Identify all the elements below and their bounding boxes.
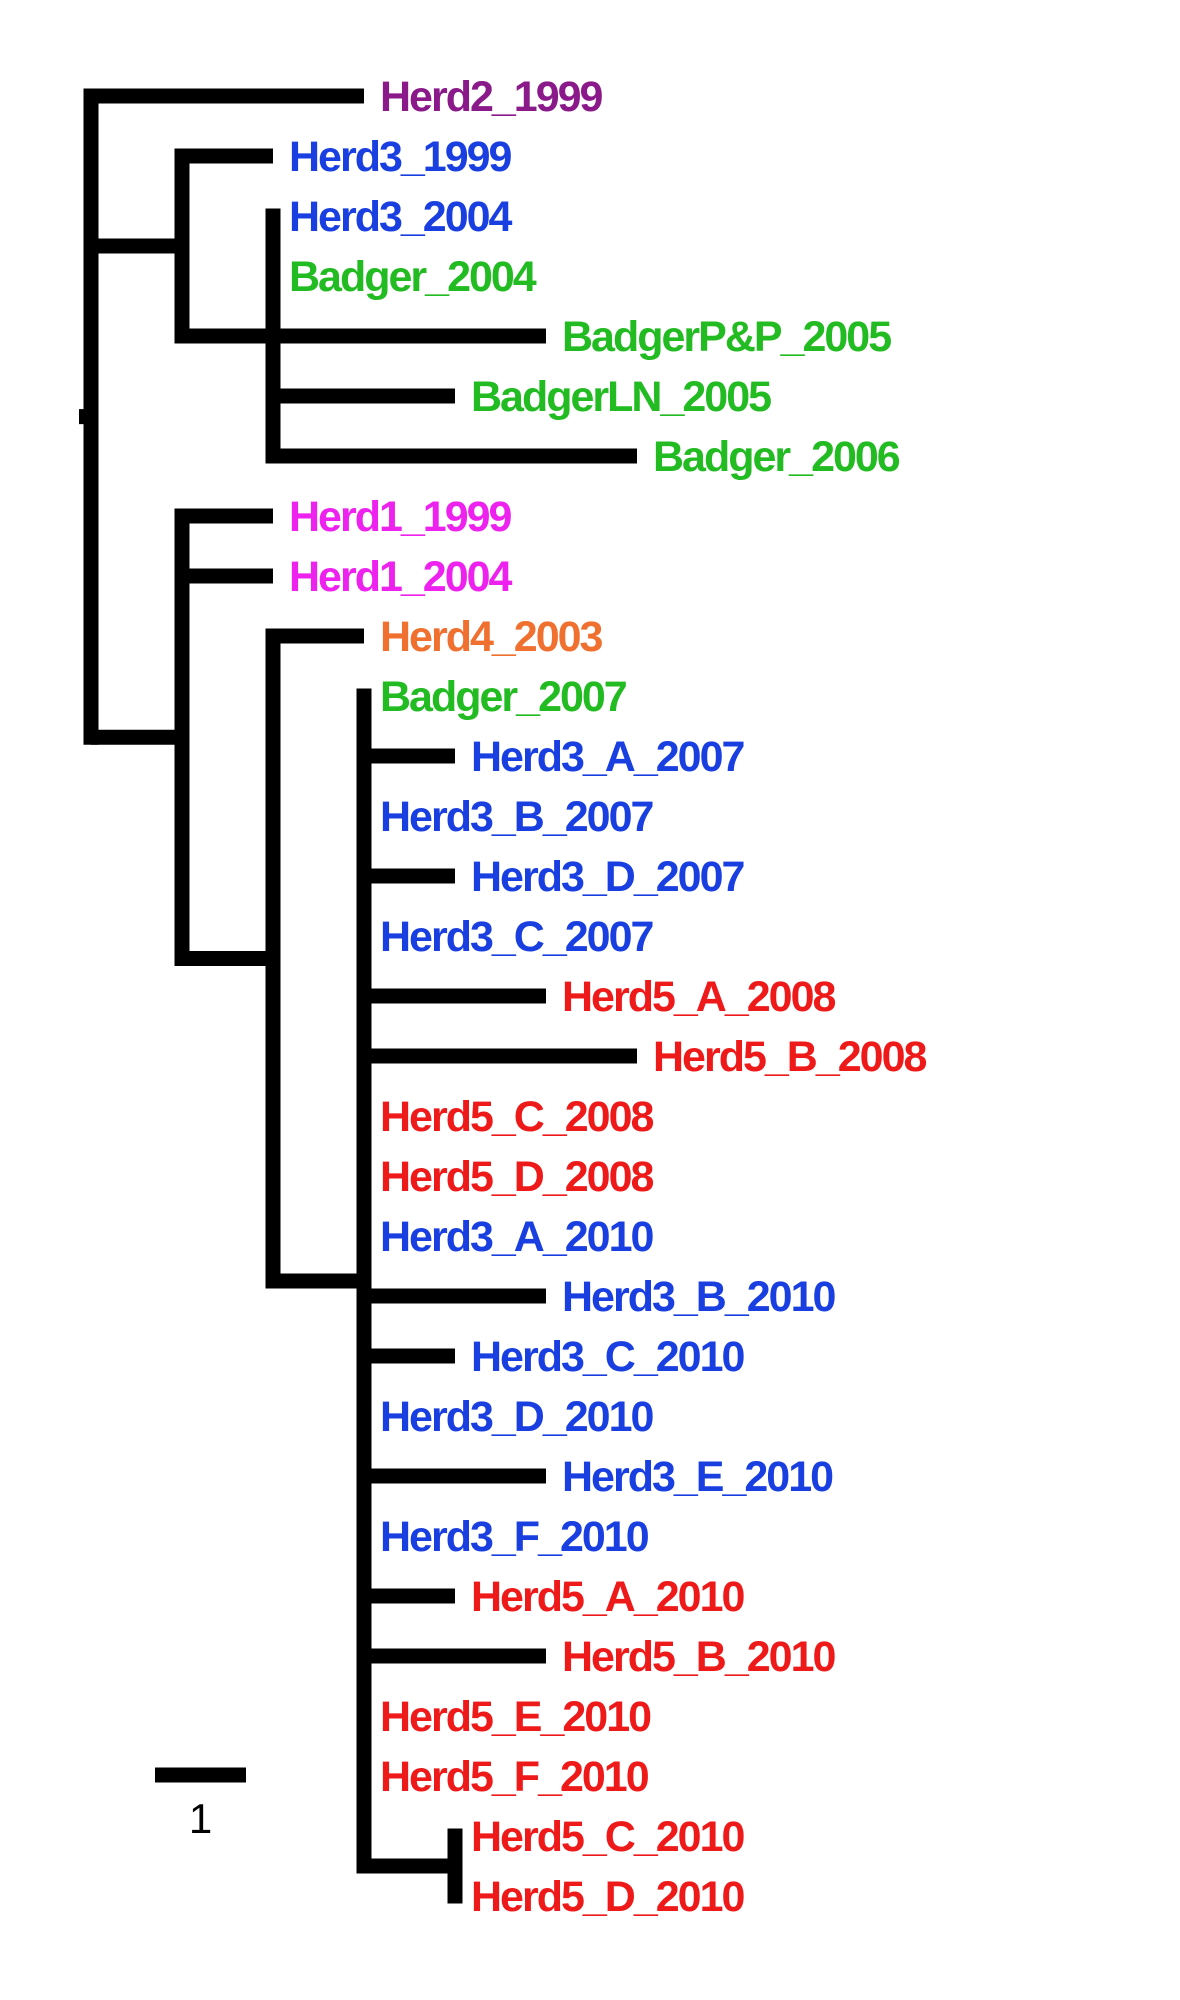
tree-branches <box>79 88 637 1904</box>
leaf-label-badger-2004: Badger_2004 <box>289 253 537 301</box>
leaf-label-herd3-c-2007: Herd3_C_2007 <box>380 913 654 961</box>
leaf-label-herd5-f-2010: Herd5_F_2010 <box>380 1753 649 1801</box>
leaf-label-herd3-a-2007: Herd3_A_2007 <box>471 733 745 781</box>
leaf-label-herd2-1999: Herd2_1999 <box>380 73 603 121</box>
leaf-label-badgerp-p-2005: BadgerP&P_2005 <box>562 313 891 361</box>
leaf-label-herd5-a-2010: Herd5_A_2010 <box>471 1573 745 1621</box>
leaf-label-herd3-d-2007: Herd3_D_2007 <box>471 853 745 901</box>
leaf-label-herd5-b-2008: Herd5_B_2008 <box>653 1033 927 1081</box>
leaf-label-herd5-e-2010: Herd5_E_2010 <box>380 1693 651 1741</box>
leaf-label-herd5-b-2010: Herd5_B_2010 <box>562 1633 836 1681</box>
leaf-label-badgerln-2005: BadgerLN_2005 <box>471 373 771 421</box>
leaf-label-herd3-e-2010: Herd3_E_2010 <box>562 1453 833 1501</box>
leaf-label-herd5-a-2008: Herd5_A_2008 <box>562 973 836 1021</box>
leaf-label-badger-2007: Badger_2007 <box>380 673 627 721</box>
scale-bar-label: 1 <box>189 1795 212 1842</box>
leaf-label-herd5-d-2008: Herd5_D_2008 <box>380 1153 654 1201</box>
leaf-label-herd3-d-2010: Herd3_D_2010 <box>380 1393 654 1441</box>
leaf-label-herd3-f-2010: Herd3_F_2010 <box>380 1513 649 1561</box>
leaf-label-herd3-b-2007: Herd3_B_2007 <box>380 793 654 841</box>
leaf-label-herd1-1999: Herd1_1999 <box>289 493 512 541</box>
leaf-label-herd5-c-2010: Herd5_C_2010 <box>471 1813 745 1861</box>
leaf-label-herd3-b-2010: Herd3_B_2010 <box>562 1273 836 1321</box>
leaf-label-herd3-2004: Herd3_2004 <box>289 193 513 241</box>
leaf-label-herd3-c-2010: Herd3_C_2010 <box>471 1333 745 1381</box>
scale-bar: 1 <box>155 1767 246 1842</box>
leaf-label-badger-2006: Badger_2006 <box>653 433 900 481</box>
leaf-label-herd4-2003: Herd4_2003 <box>380 613 603 661</box>
leaf-label-herd5-d-2010: Herd5_D_2010 <box>471 1873 745 1921</box>
leaf-label-herd5-c-2008: Herd5_C_2008 <box>380 1093 654 1141</box>
leaf-label-herd3-a-2010: Herd3_A_2010 <box>380 1213 654 1261</box>
leaf-label-herd3-1999: Herd3_1999 <box>289 133 512 181</box>
leaf-label-herd1-2004: Herd1_2004 <box>289 553 513 601</box>
leaf-labels: Herd2_1999Herd3_1999Herd3_2004Badger_200… <box>289 73 929 1921</box>
